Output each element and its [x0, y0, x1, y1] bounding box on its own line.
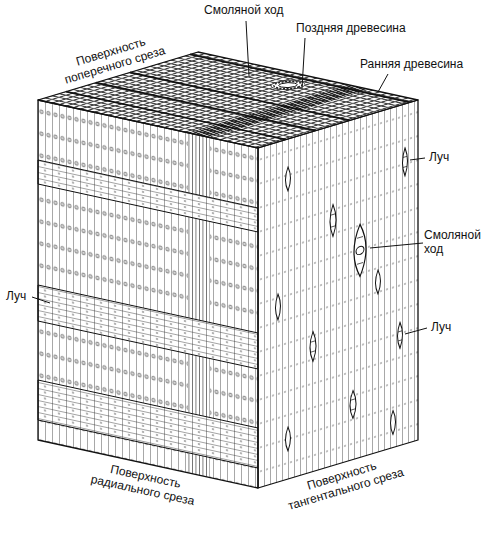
part-label: Луч [6, 290, 26, 304]
tangential-section-face [258, 100, 418, 488]
part-label: Луч [429, 151, 449, 165]
ray-lenses [276, 131, 408, 470]
part-label: Луч [431, 321, 451, 335]
part-label: Смоляной ход [204, 4, 283, 18]
part-label: Поздняя древесина [296, 22, 406, 36]
ray-cell-walls [311, 156, 407, 422]
resin-duct [354, 223, 366, 279]
part-label: Смоляной ход [424, 229, 486, 257]
part-label: Ранняя древесина [360, 58, 463, 72]
radial-section-face [38, 100, 258, 488]
block-outline [38, 52, 418, 488]
